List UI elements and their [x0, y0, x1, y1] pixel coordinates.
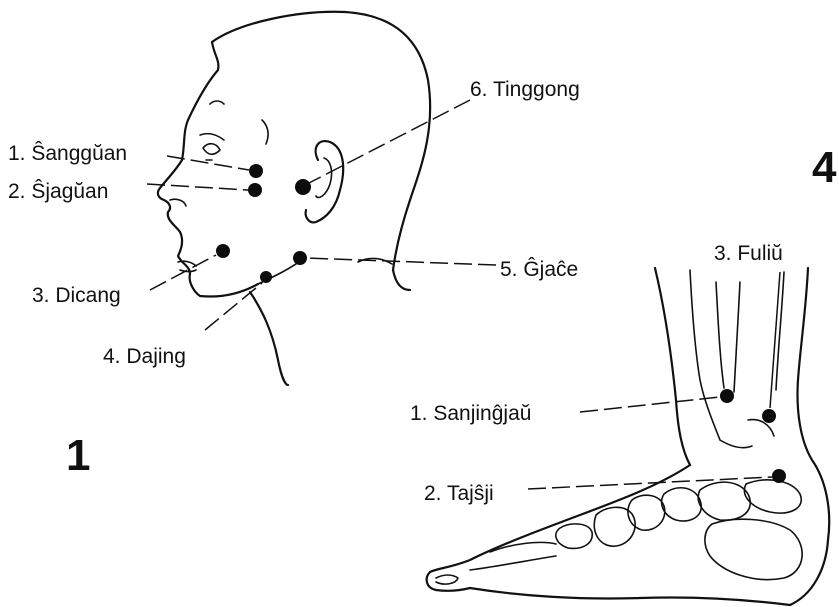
label-sanjingjau: 1. Sanjinĝjaŭ	[410, 402, 531, 425]
sjagan-point	[248, 183, 262, 197]
figure-number-4: 4	[812, 143, 837, 192]
label-gjace: 5. Ĝjaĉe	[500, 258, 578, 281]
dajing-leader	[205, 283, 262, 330]
foot-leader-lines	[528, 272, 780, 489]
head-outline	[158, 12, 430, 385]
tinggong-leader	[309, 100, 470, 183]
sanjingjau-point	[720, 389, 734, 403]
dicang-leader	[150, 255, 216, 290]
label-tinggong: 6. Tinggong	[470, 78, 580, 101]
label-dicang: 3. Dicang	[32, 284, 121, 307]
gjace-point	[293, 251, 307, 265]
gjace-leader	[306, 258, 496, 265]
tajsji-point	[772, 469, 786, 483]
head-labels: 1. Ŝanggŭan 2. Ŝjagŭan 3. Dicang 4. Daji…	[8, 78, 580, 368]
sanggan-point	[249, 164, 263, 178]
head-acupoints	[216, 164, 311, 283]
foot-acupoints	[720, 389, 786, 483]
label-sanggan: 1. Ŝanggŭan	[8, 142, 127, 165]
label-dajing: 4. Dajing	[103, 345, 186, 368]
label-sjagan: 2. Ŝjagŭan	[8, 180, 108, 203]
foot-outline	[427, 268, 830, 605]
dajing-point	[260, 271, 272, 283]
sanjingjau-leader	[580, 397, 720, 412]
fuliu-point	[762, 409, 776, 423]
dicang-point	[216, 244, 230, 258]
label-fuliu: 3. Fuliŭ	[714, 242, 783, 265]
figure-number-1: 1	[66, 431, 90, 480]
label-tajsji: 2. Tajŝji	[424, 482, 494, 505]
tinggong-point	[295, 179, 311, 195]
foot-labels: 1. Sanjinĝjaŭ 2. Tajŝji 3. Fuliŭ	[410, 242, 783, 505]
